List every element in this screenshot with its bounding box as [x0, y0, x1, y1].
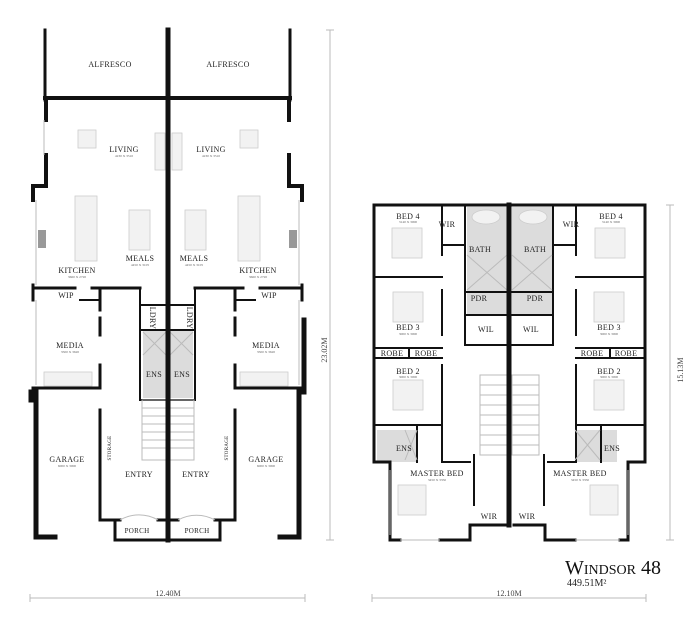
room-label-bed-2: BED 2 — [597, 367, 621, 376]
room-dim-media: 3500 X 3620 — [61, 350, 80, 354]
ground-floor-plan: ALFRESCO ALFRESCO LIVING 4230 X 3510 LIV… — [28, 27, 334, 602]
room-dim-garage: 6000 X 3000 — [257, 464, 276, 468]
plan-area: 449.51M² — [567, 578, 606, 589]
room-dim-bed-3: 3000 X 3000 — [600, 332, 619, 336]
room-label-robe: ROBE — [581, 349, 604, 358]
room-label-alfresco: ALFRESCO — [88, 60, 131, 69]
room-dim-living: 4230 X 3510 — [115, 154, 134, 158]
room-dim-garage: 6000 X 3000 — [58, 464, 77, 468]
room-label-storage: STORAGE — [108, 435, 113, 460]
room-label-bed-2: BED 2 — [396, 367, 420, 376]
room-dim-bed-4: 3140 X 3000 — [399, 220, 418, 224]
room-label-wir: WIR — [563, 220, 580, 229]
room-label-meals: MEALS — [180, 254, 209, 263]
room-label-wip: WIP — [261, 291, 277, 300]
room-dim-master-bed: 3450 X 3350 — [428, 478, 447, 482]
first-floor-plan: BED 4 3140 X 3000 BED 4 3140 X 3000 WIR … — [371, 202, 685, 602]
room-label-ldry: LDRY — [148, 307, 157, 330]
room-label-porch: PORCH — [185, 527, 210, 535]
first-width-dimension: 12.10M — [496, 589, 521, 598]
room-label-ens: ENS — [396, 444, 412, 453]
room-label-entry: ENTRY — [125, 470, 153, 479]
room-label-wil: WIL — [478, 325, 494, 334]
room-label-master-bed: MASTER BED — [553, 469, 606, 478]
room-dim-living: 4230 X 3510 — [202, 154, 221, 158]
first-depth-dimension: 15.13M — [676, 357, 685, 382]
room-dim-meals: 4450 X 3105 — [131, 263, 150, 267]
room-label-wil: WIL — [523, 325, 539, 334]
room-label-pdr: PDR — [471, 294, 488, 303]
room-label-alfresco: ALFRESCO — [206, 60, 249, 69]
room-label-ldry: LDRY — [185, 307, 194, 330]
room-label-robe: ROBE — [415, 349, 438, 358]
room-label-wir: WIR — [481, 512, 498, 521]
furniture — [38, 129, 297, 387]
room-dim-meals: 4450 X 3105 — [185, 263, 204, 267]
room-dim-media: 3500 X 3620 — [257, 350, 276, 354]
room-label-wir: WIR — [439, 220, 456, 229]
room-label-media: MEDIA — [252, 341, 280, 350]
room-dim-bed-4: 3140 X 3000 — [602, 220, 621, 224]
room-label-bed-4: BED 4 — [396, 212, 420, 221]
room-label-storage: STORAGE — [225, 435, 230, 460]
plan-title: Windsor 48 — [565, 557, 661, 579]
room-label-ens: ENS — [174, 370, 190, 379]
furniture — [391, 209, 626, 516]
room-label-pdr: PDR — [527, 294, 544, 303]
room-label-living: LIVING — [109, 145, 138, 154]
room-label-robe: ROBE — [615, 349, 638, 358]
room-label-entry: ENTRY — [182, 470, 210, 479]
room-label-wir: WIR — [519, 512, 536, 521]
room-label-ens: ENS — [604, 444, 620, 453]
room-dim-kitchen: 3660 X 2720 — [68, 275, 87, 279]
room-label-bath: BATH — [524, 245, 546, 254]
room-label-garage: GARAGE — [248, 455, 283, 464]
room-label-media: MEDIA — [56, 341, 84, 350]
room-label-kitchen: KITCHEN — [239, 266, 276, 275]
room-label-meals: MEALS — [126, 254, 155, 263]
room-label-porch: PORCH — [125, 527, 150, 535]
ground-depth-dimension: 23.02M — [320, 337, 329, 362]
room-label-bed-4: BED 4 — [599, 212, 623, 221]
room-dim-bed-2: 3000 X 3000 — [600, 375, 619, 379]
room-label-ens: ENS — [146, 370, 162, 379]
room-label-bed-3: BED 3 — [597, 323, 621, 332]
room-dim-kitchen: 3660 X 2720 — [249, 275, 268, 279]
room-label-garage: GARAGE — [49, 455, 84, 464]
room-label-wip: WIP — [58, 291, 74, 300]
room-label-living: LIVING — [196, 145, 225, 154]
room-label-master-bed: MASTER BED — [410, 469, 463, 478]
room-label-kitchen: KITCHEN — [58, 266, 95, 275]
room-dim-bed-3: 3000 X 3000 — [399, 332, 418, 336]
room-dim-master-bed: 3450 X 3350 — [571, 478, 590, 482]
room-label-bath: BATH — [469, 245, 491, 254]
ground-width-dimension: 12.40M — [155, 589, 180, 598]
room-label-bed-3: BED 3 — [396, 323, 420, 332]
room-dim-bed-2: 3000 X 3000 — [399, 375, 418, 379]
room-label-robe: ROBE — [381, 349, 404, 358]
